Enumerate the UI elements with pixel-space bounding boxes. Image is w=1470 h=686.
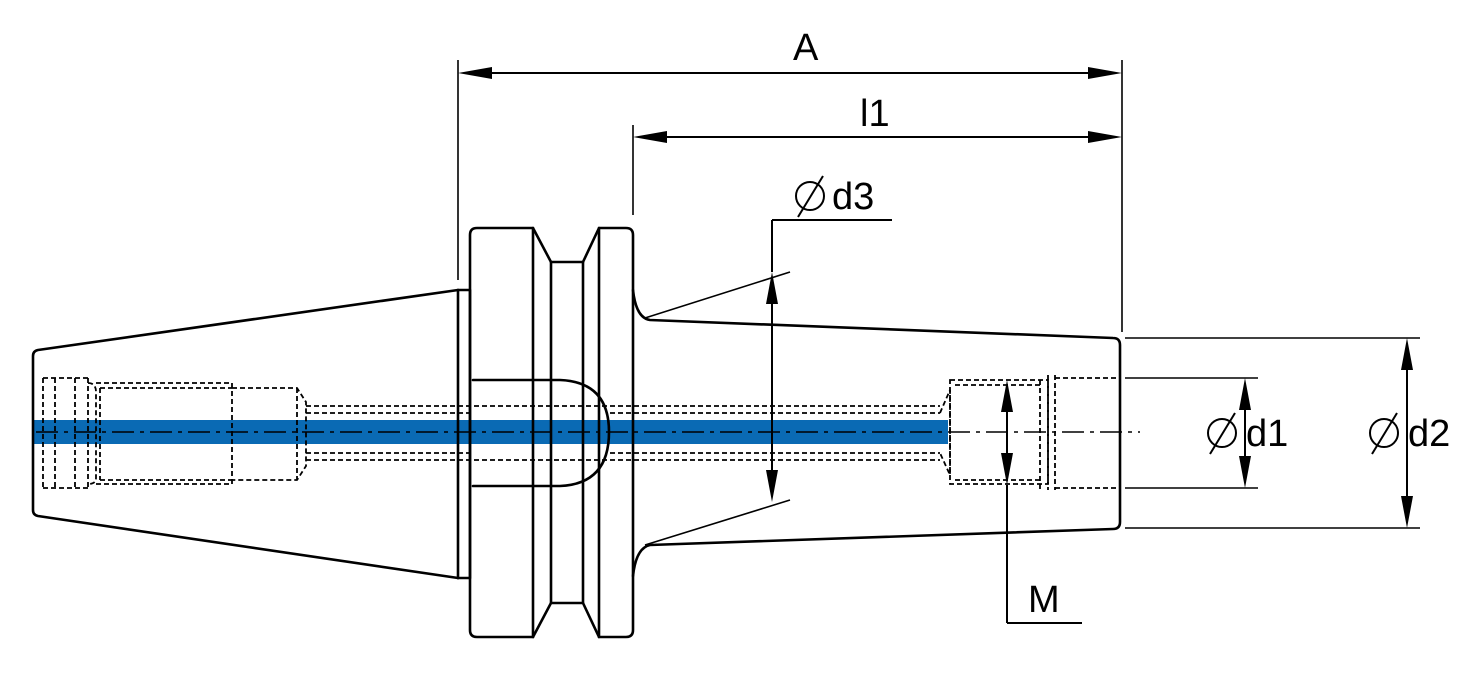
dim-label-d1: d1 (1246, 413, 1288, 455)
dimension-A: A (457, 27, 1123, 332)
flange (468, 226, 635, 639)
dimension-d3: d3 (644, 175, 892, 546)
diameter-symbol-d2 (1369, 412, 1399, 455)
coolant-channel (34, 420, 948, 444)
dimension-d2: d2 (1125, 337, 1450, 529)
diameter-symbol-d1 (1207, 412, 1237, 455)
holder-body (631, 288, 1122, 578)
dimension-d1: d1 (1125, 377, 1288, 489)
dim-label-d2: d2 (1408, 413, 1450, 455)
hidden-bore-lines (42, 375, 1120, 490)
dimension-l1: l1 (632, 93, 1122, 215)
dim-label-M: M (1028, 579, 1060, 621)
dim-label-d3: d3 (832, 176, 874, 218)
dim-label-l1: l1 (860, 93, 890, 135)
dim-label-A: A (793, 27, 819, 69)
diameter-symbol-d3 (795, 175, 825, 218)
dimension-M: M (1001, 380, 1082, 624)
